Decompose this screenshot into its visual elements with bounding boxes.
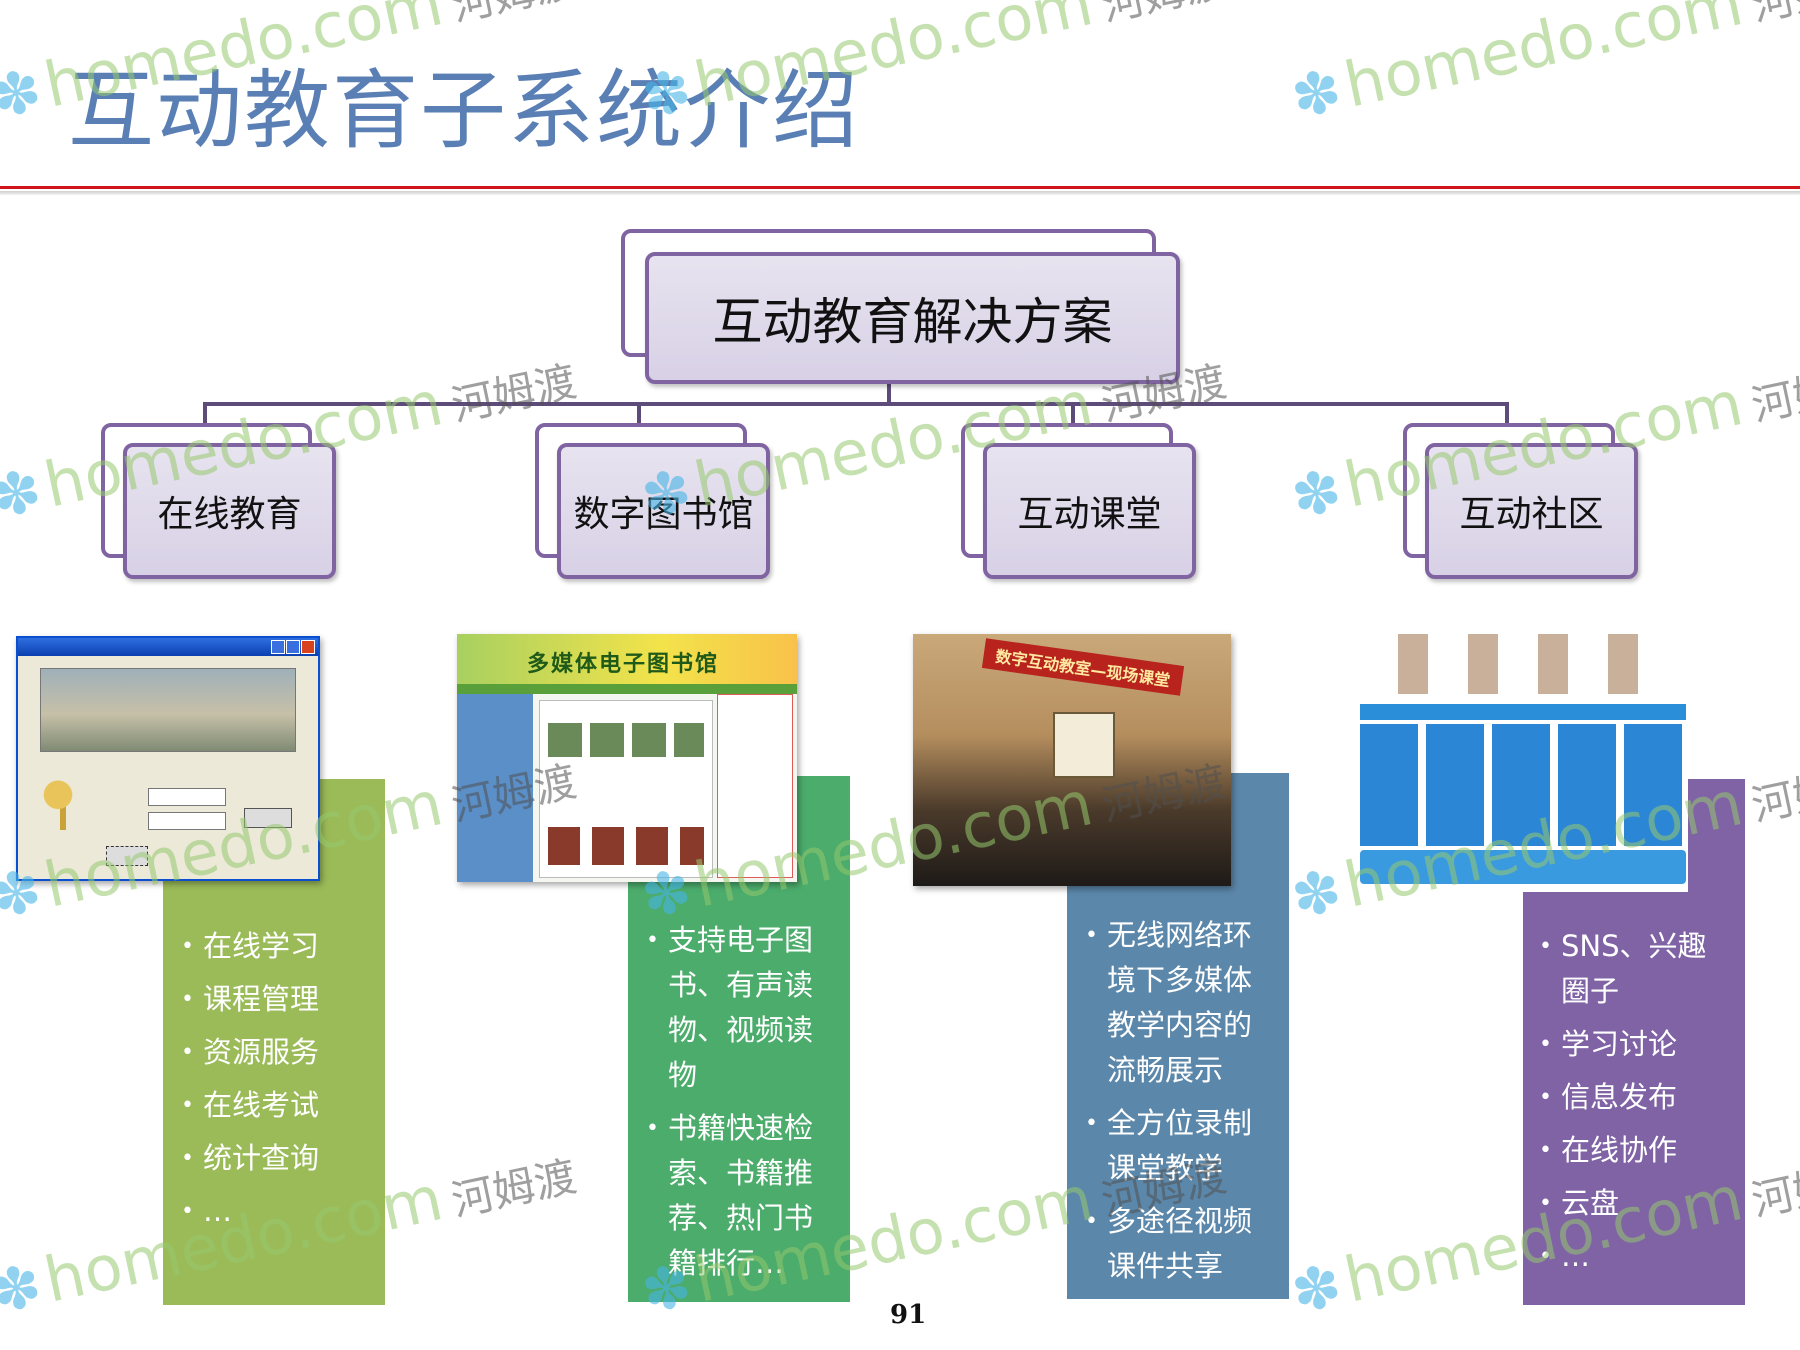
flower-icon: ✽ bbox=[1285, 855, 1348, 933]
root-box: 互动教育解决方案 bbox=[645, 252, 1180, 384]
flower-icon: ✽ bbox=[0, 55, 48, 133]
screenshot-online-education bbox=[16, 636, 320, 881]
list-item: 全方位录制课堂教学 bbox=[1085, 1101, 1271, 1191]
list-item: … bbox=[1085, 1297, 1271, 1342]
panel-interactive-classroom-list: 无线网络环境下多媒体教学内容的流畅展示 全方位录制课堂教学 多途径视频课件共享 … bbox=[1085, 913, 1271, 1342]
branch-box-2: 数字图书馆 bbox=[557, 443, 770, 579]
bottom-bar bbox=[1360, 850, 1686, 884]
branch-label-1: 在线教育 bbox=[157, 494, 302, 535]
panel-digital-library-list: 支持电子图书、有声读物、视频读物 书籍快速检索、书籍推荐、热门书籍排行… bbox=[646, 918, 834, 1286]
connector-drop-4 bbox=[1505, 402, 1509, 426]
window-close-button bbox=[301, 640, 315, 654]
keys-icon bbox=[42, 778, 82, 834]
connector-drop-3 bbox=[1071, 402, 1075, 426]
window-max-button bbox=[286, 640, 300, 654]
flower-icon: ✽ bbox=[1285, 55, 1348, 133]
library-thumb-row-1 bbox=[548, 723, 704, 757]
library-thumb-row-2 bbox=[548, 827, 704, 865]
list-item: 云盘 bbox=[1539, 1181, 1733, 1226]
watermark: ✽homedo.com河姆渡 bbox=[635, 0, 1231, 133]
list-item: 无线网络环境下多媒体教学内容的流畅展示 bbox=[1085, 913, 1271, 1093]
people-row bbox=[1398, 634, 1678, 694]
list-item: 在线协作 bbox=[1539, 1128, 1733, 1173]
window-min-button bbox=[271, 640, 285, 654]
connector-drop-2 bbox=[637, 402, 641, 426]
library-main bbox=[539, 700, 713, 878]
flower-icon: ✽ bbox=[0, 855, 48, 933]
branch-box-1: 在线教育 bbox=[123, 443, 336, 579]
root-label: 互动教育解决方案 bbox=[712, 293, 1113, 351]
flower-icon: ✽ bbox=[0, 1250, 48, 1328]
list-item: 支持电子图书、有声读物、视频读物 bbox=[646, 918, 834, 1098]
password-field bbox=[148, 812, 226, 830]
login-button bbox=[106, 846, 148, 866]
register-button bbox=[244, 808, 292, 828]
branch-label-3: 互动课堂 bbox=[1017, 494, 1162, 535]
classroom-screen bbox=[1053, 712, 1115, 778]
list-item: 信息发布 bbox=[1539, 1075, 1733, 1120]
list-item: 资源服务 bbox=[181, 1030, 375, 1075]
branch-label-2: 数字图书馆 bbox=[573, 494, 754, 535]
branch-label-4: 互动社区 bbox=[1459, 494, 1604, 535]
connector-horizontal bbox=[203, 402, 1509, 406]
page-title: 互动教育子系统介绍 bbox=[68, 61, 860, 161]
flower-icon: ✽ bbox=[0, 455, 48, 533]
list-item: 书籍快速检索、书籍推荐、热门书籍排行… bbox=[646, 1106, 834, 1286]
panel-interactive-community-list: SNS、兴趣圈子 学习讨论 信息发布 在线协作 云盘 … bbox=[1539, 924, 1733, 1279]
screenshot-digital-library: 多媒体电子图书馆 bbox=[457, 634, 797, 882]
module-row bbox=[1360, 724, 1686, 846]
list-item: 在线学习 bbox=[181, 924, 375, 969]
flower-icon: ✽ bbox=[1285, 1250, 1348, 1328]
list-item: 课程管理 bbox=[181, 977, 375, 1022]
list-item: SNS、兴趣圈子 bbox=[1539, 924, 1733, 1014]
page-number: 91 bbox=[890, 1300, 927, 1330]
library-banner-text: 多媒体电子图书馆 bbox=[527, 652, 720, 677]
library-nav-bar bbox=[457, 684, 797, 694]
username-field bbox=[148, 788, 226, 806]
library-sidebar bbox=[457, 694, 533, 882]
login-banner-image bbox=[40, 668, 296, 752]
flower-icon: ✽ bbox=[635, 1250, 698, 1328]
portal-bar bbox=[1360, 704, 1686, 720]
list-item: … bbox=[181, 1189, 375, 1234]
window-titlebar bbox=[18, 638, 318, 656]
classroom-banner: 数字互动教室—现场课堂 bbox=[981, 638, 1185, 696]
classroom-banner-text: 数字互动教室—现场课堂 bbox=[994, 646, 1172, 691]
connector-drop-1 bbox=[203, 402, 207, 426]
branch-box-4: 互动社区 bbox=[1425, 443, 1638, 579]
list-item: 在线考试 bbox=[181, 1083, 375, 1128]
branch-box-3: 互动课堂 bbox=[983, 443, 1196, 579]
connector-root-stem bbox=[887, 380, 891, 404]
list-item: … bbox=[1539, 1234, 1733, 1279]
library-right-column bbox=[717, 694, 793, 878]
watermark: ✽homedo.com河姆渡 bbox=[1285, 0, 1800, 133]
list-item: 多途径视频课件共享 bbox=[1085, 1199, 1271, 1289]
list-item: 统计查询 bbox=[181, 1136, 375, 1181]
panel-online-education-list: 在线学习 课程管理 资源服务 在线考试 统计查询 … bbox=[181, 924, 375, 1234]
title-rule-shadow bbox=[0, 191, 1800, 195]
title-rule bbox=[0, 186, 1800, 189]
flower-icon: ✽ bbox=[1285, 455, 1348, 533]
list-item: 学习讨论 bbox=[1539, 1022, 1733, 1067]
library-header: 多媒体电子图书馆 bbox=[457, 634, 797, 684]
screenshot-interactive-classroom: 数字互动教室—现场课堂 bbox=[913, 634, 1231, 886]
screenshot-interactive-community bbox=[1358, 632, 1688, 892]
